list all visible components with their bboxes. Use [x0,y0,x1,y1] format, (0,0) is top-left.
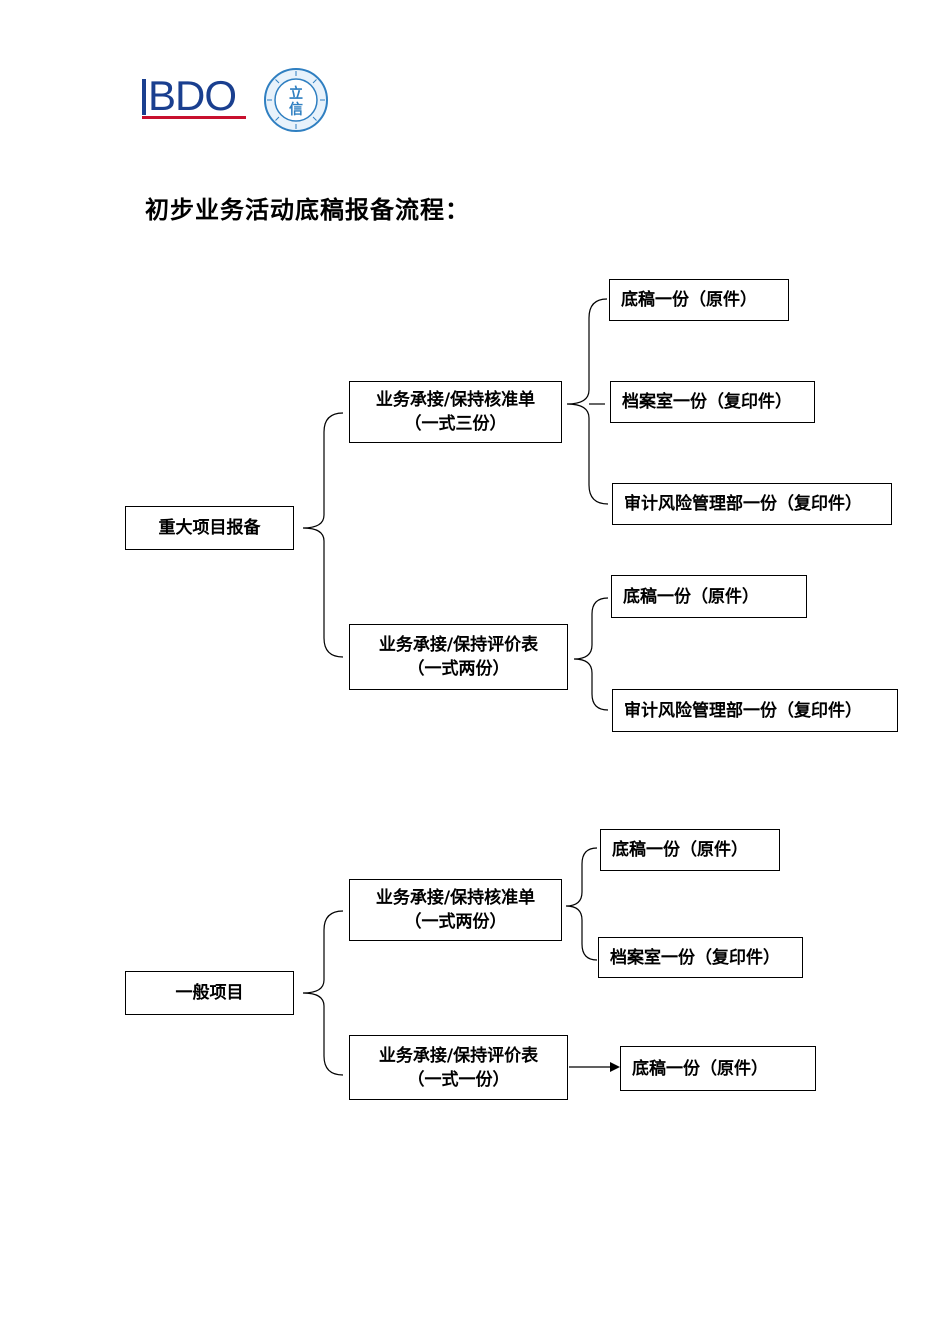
major-b2-brace [573,597,609,711]
major-b1-leaf3-label: 审计风险管理部一份（复印件） [624,494,862,514]
major-b1-brace [566,298,609,505]
major-b2-leaf2: 审计风险管理部一份（复印件） [612,689,898,732]
major-branch1-box: 业务承接/保持核准单 （一式三份） [349,381,562,443]
bdo-logo: BDO [142,72,246,122]
major-branch1-line1: 业务承接/保持核准单 [375,390,536,410]
general-branch2-box: 业务承接/保持评价表 （一式一份） [349,1035,568,1100]
general-branch1-line1: 业务承接/保持核准单 [375,888,536,908]
general-branch2-line1: 业务承接/保持评价表 [378,1045,539,1066]
general-b1-leaf2: 档案室一份（复印件） [598,937,803,978]
general-b1-brace [565,847,598,961]
major-b1-leaf2: 档案室一份（复印件） [610,381,815,423]
major-b1-leaf2-label: 档案室一份（复印件） [622,392,792,412]
svg-text:信: 信 [289,101,303,118]
major-b2-leaf2-label: 审计风险管理部一份（复印件） [624,700,862,721]
major-b2-leaf1: 底稿一份（原件） [611,575,807,618]
general-b2-arrowhead [610,1062,620,1072]
major-b1-leaf1-label: 底稿一份（原件） [621,290,757,310]
general-branch1-line2: （一式两份） [404,912,507,932]
general-b2-leaf1: 底稿一份（原件） [620,1046,816,1091]
general-root-box: 一般项目 [125,971,294,1015]
general-root-brace [302,910,344,1076]
major-root-box: 重大项目报备 [125,506,294,550]
major-b1-leaf1: 底稿一份（原件） [609,279,789,321]
svg-text:立: 立 [289,85,303,102]
general-b1-leaf2-label: 档案室一份（复印件） [610,947,780,968]
general-b1-leaf1: 底稿一份（原件） [600,829,780,871]
major-branch2-box: 业务承接/保持评价表 （一式两份） [349,624,568,690]
bdo-logo-underline [142,116,246,119]
general-root-label: 一般项目 [175,983,244,1003]
bdo-logo-text: BDO [148,72,237,119]
bdo-logo-bar [142,79,146,115]
lixin-seal-logo: 立 信 [264,68,328,132]
general-branch2-line2: （一式一份） [407,1069,510,1090]
major-branch1-line2: （一式三份） [404,414,507,434]
general-b1-leaf1-label: 底稿一份（原件） [612,840,748,860]
major-b2-leaf1-label: 底稿一份（原件） [623,586,759,607]
major-branch2-line1: 业务承接/保持评价表 [378,635,539,655]
page-title: 初步业务活动底稿报备流程： [145,195,470,224]
major-b1-leaf3: 审计风险管理部一份（复印件） [612,483,892,525]
major-root-brace [302,412,344,658]
general-b2-leaf1-label: 底稿一份（原件） [632,1058,768,1079]
major-branch2-line2: （一式两份） [407,659,510,679]
major-root-label: 重大项目报备 [158,518,261,538]
general-branch1-box: 业务承接/保持核准单 （一式两份） [349,879,562,941]
